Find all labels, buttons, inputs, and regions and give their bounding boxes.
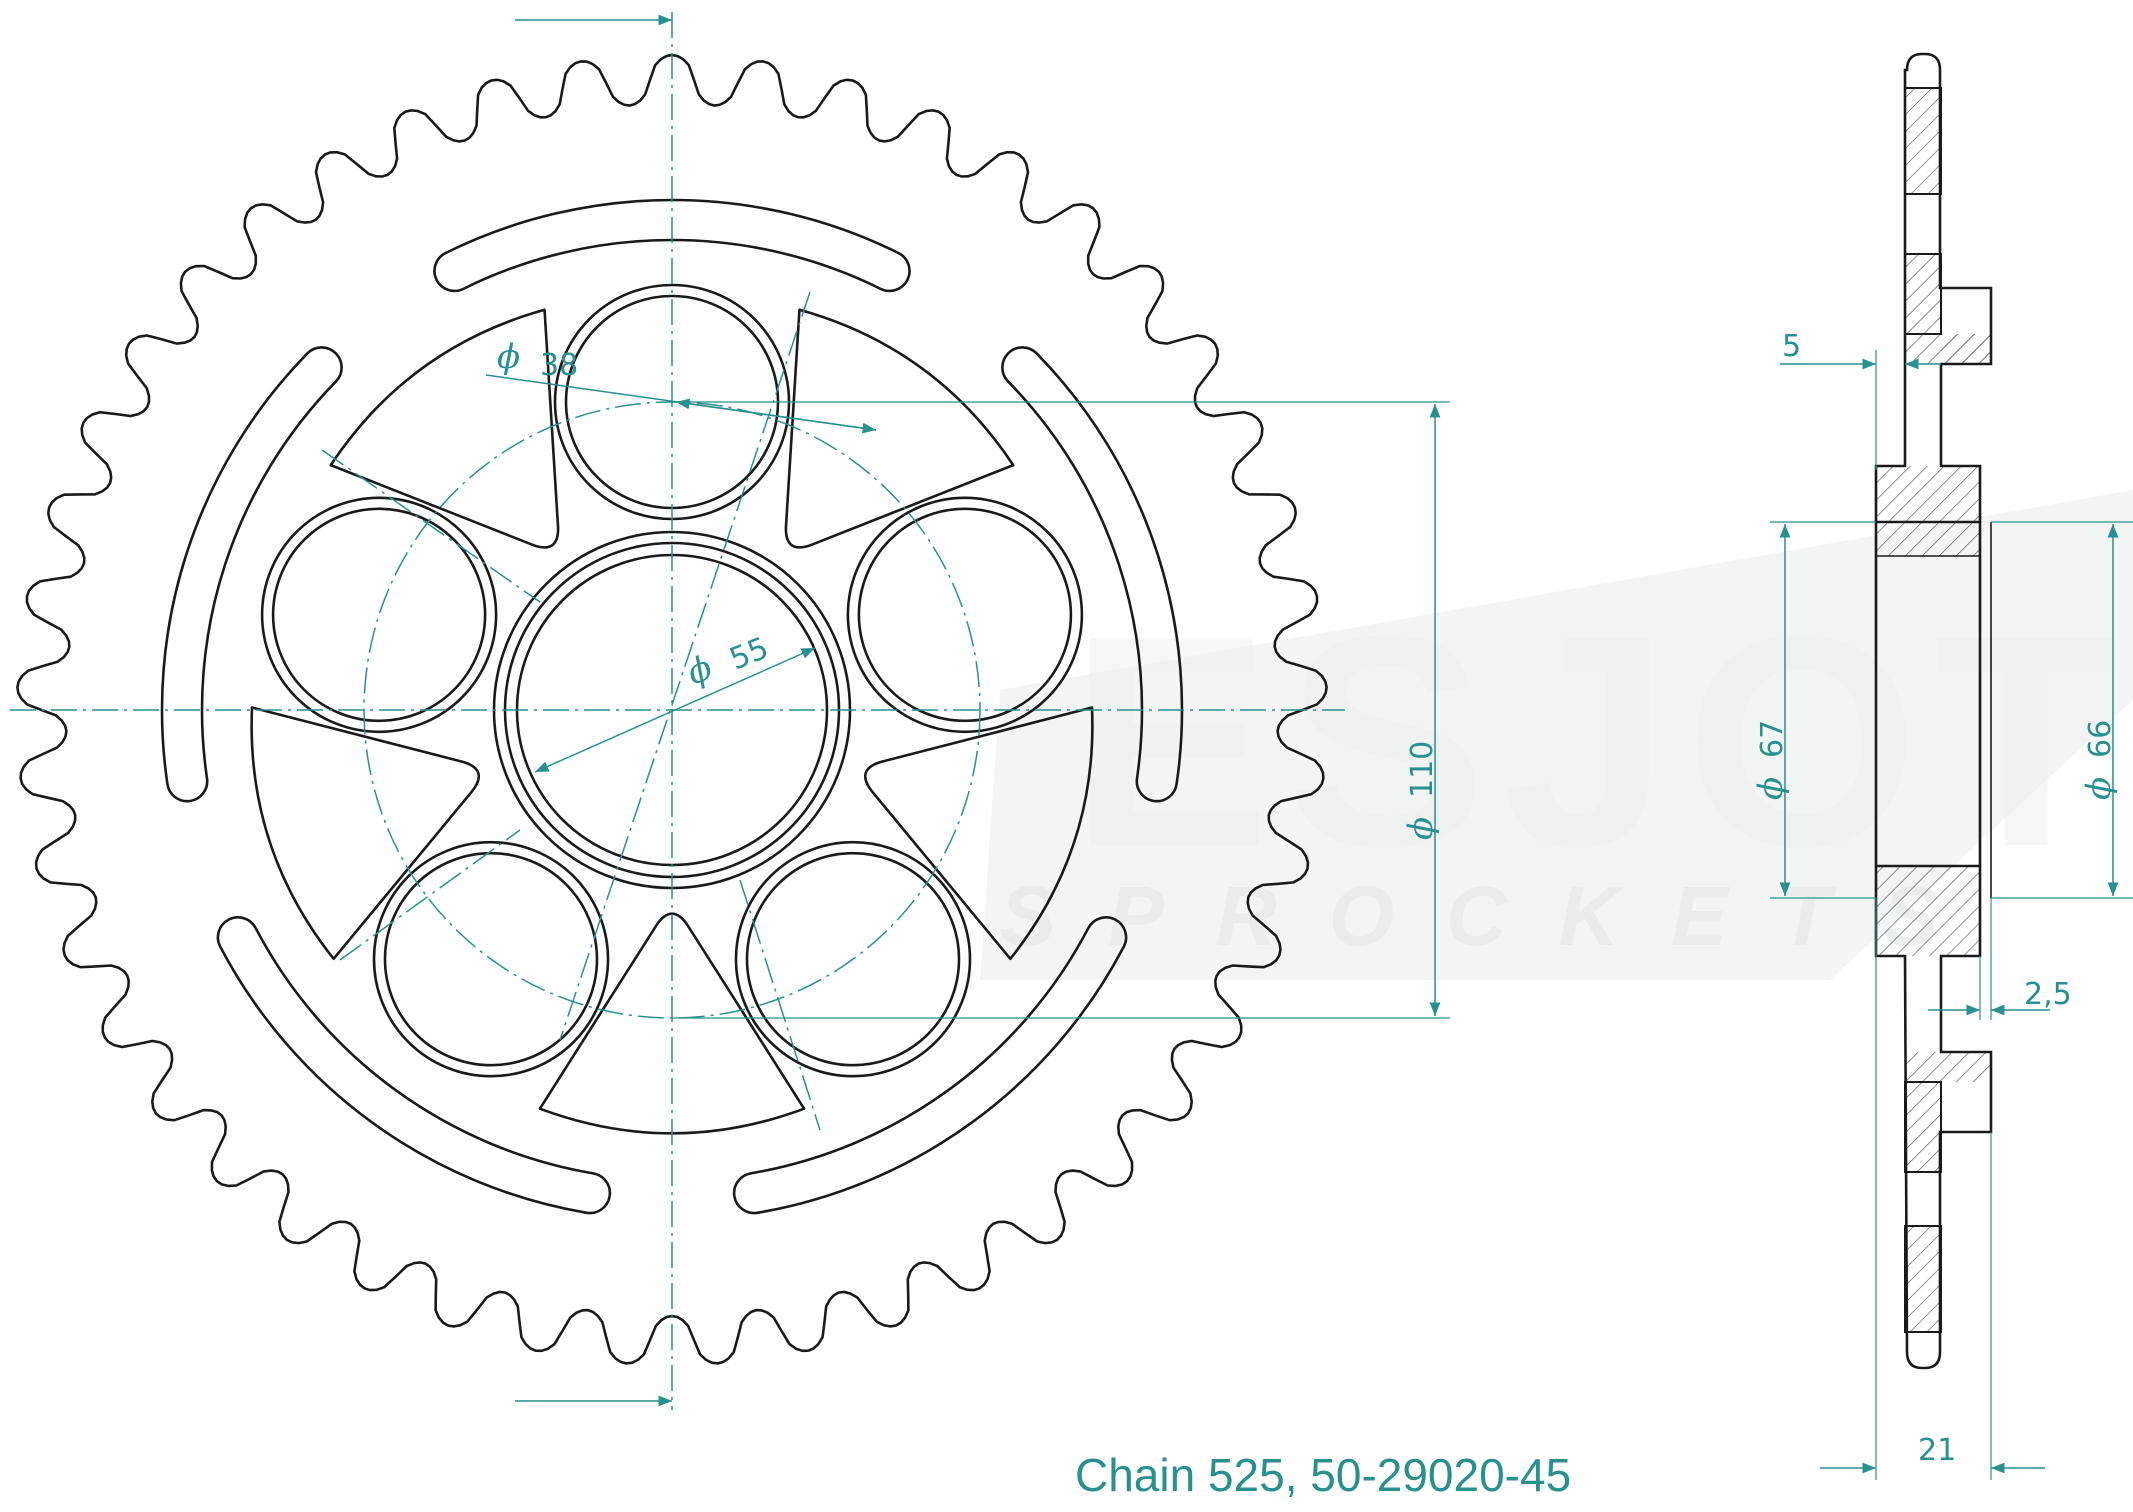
bolt-hole <box>372 840 610 1078</box>
bolt-circle-diameter-label: 110 <box>1405 741 1440 798</box>
side-view-dimensions: 5 ϕ 67 ϕ 66 2,5 21 <box>1751 329 2133 1480</box>
outer-slot <box>160 346 343 803</box>
section-hatching <box>1876 87 1991 1333</box>
hub-outer-diameter-label: 67 <box>1755 720 1790 758</box>
front-view-dimensions: ϕ 38 ϕ 55 ϕ 110 <box>485 337 1450 1019</box>
lightening-pocket <box>784 308 1015 549</box>
bolt-hole <box>745 851 961 1067</box>
bolt-hole-dimension-line <box>675 398 877 431</box>
hub-outer-phi-symbol: ϕ <box>1751 777 1791 800</box>
outer-slot <box>733 916 1128 1215</box>
outer-slot <box>1001 346 1184 803</box>
side-profile-outline <box>1874 52 1993 524</box>
overall-width-label: 21 <box>1918 1433 1956 1468</box>
bolt-hole-diameter-label: 38 <box>540 348 578 383</box>
watermark: ESJOT SPROCKETS <box>980 490 2133 980</box>
lightening-pockets <box>250 308 1094 1135</box>
bolt-hole <box>734 840 972 1078</box>
diagonal-centerline-c <box>739 879 821 1131</box>
lightening-pocket <box>250 706 481 961</box>
lightening-pocket <box>863 706 1094 961</box>
side-section-view <box>1874 52 1993 1370</box>
part-caption: Chain 525, 50-29020-45 <box>1075 1449 1572 1501</box>
outer-slot <box>433 198 911 293</box>
hub-inner-phi-symbol: ϕ <box>2079 777 2119 800</box>
bolt-hole <box>271 507 487 723</box>
outer-slots <box>160 198 1184 1215</box>
bore-dimension-line <box>534 647 816 773</box>
diagonal-centerline-b <box>321 449 541 603</box>
hub-inner-diameter-label: 66 <box>2083 720 2118 758</box>
bolt-hole <box>383 851 599 1067</box>
front-view <box>10 12 1345 1410</box>
lightening-pocket <box>329 308 560 549</box>
tooth-width-label: 5 <box>1782 329 1801 364</box>
outer-slot <box>216 916 611 1215</box>
watermark-sub: SPROCKETS <box>1000 869 1991 963</box>
watermark-brand: ESJOT <box>1070 573 2133 909</box>
bolt-hole <box>260 496 498 734</box>
lightening-pocket <box>538 912 806 1135</box>
bolt-hole <box>857 507 1073 723</box>
bore-phi-symbol: ϕ <box>681 648 717 694</box>
bolt-circle-phi-symbol: ϕ <box>1401 817 1441 840</box>
hub-step-label: 2,5 <box>2024 977 2072 1012</box>
diagonal-centerline-d <box>339 829 521 961</box>
bolt-hole <box>846 496 1084 734</box>
bolt-hole-phi-symbol: ϕ <box>497 337 520 377</box>
side-profile-outline-lower <box>1874 864 1993 1370</box>
